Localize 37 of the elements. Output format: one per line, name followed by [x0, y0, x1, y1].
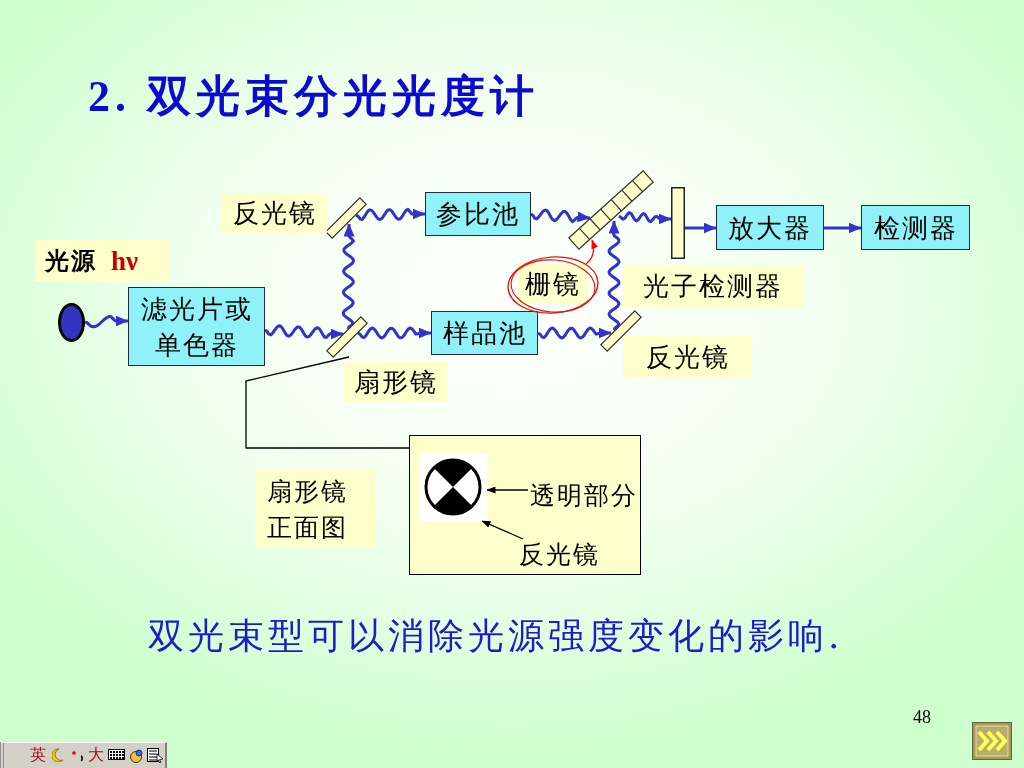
annotation-arrow — [585, 239, 598, 265]
wavy-light-arrow — [618, 211, 673, 225]
component-label: 反光镜 — [623, 336, 752, 377]
leader-line — [245, 356, 410, 449]
slide-title: 2. 双光束分光光度计 — [88, 71, 539, 123]
component-label: 扇形镜正面图 — [255, 470, 375, 548]
wavy-light-arrow — [341, 223, 356, 330]
wavy-light-arrow — [357, 326, 432, 340]
component-label: 扇形镜 — [343, 362, 448, 402]
component-label: 栅镜 — [518, 264, 588, 304]
arrow — [685, 222, 717, 234]
wavy-light-arrow — [530, 208, 591, 224]
input-mode-label: 英 — [30, 746, 46, 764]
component-label: 光源 — [45, 246, 97, 277]
component-box: 检测器 — [861, 205, 970, 250]
inset-panel — [409, 435, 641, 575]
slide-caption: 双光束型可以消除光源强度变化的影响. — [148, 614, 844, 658]
part-label: 反光镜 — [512, 538, 606, 572]
photodetector-bar — [671, 187, 685, 259]
pointer-arrow — [486, 486, 529, 494]
wavy-light-arrow — [355, 207, 426, 222]
component-box: 参比池 — [425, 192, 531, 236]
wavy-light-arrow — [84, 314, 129, 329]
wavy-light-arrow — [537, 326, 612, 340]
part-label: 透明部分 — [528, 480, 640, 512]
light-source-circle — [58, 303, 85, 342]
page-number: 48 — [913, 707, 931, 727]
symbol-label: hν — [111, 245, 139, 278]
pointer-arrow — [481, 520, 524, 540]
wavy-light-arrow — [607, 220, 621, 331]
component-box: 滤光片或单色器 — [128, 287, 265, 366]
component-box: 放大器 — [716, 205, 824, 250]
wavy-light-arrow — [264, 324, 345, 340]
component-label: 光子检测器 — [623, 265, 803, 307]
arrow — [824, 222, 862, 234]
width-mode-label: 大 — [88, 746, 104, 764]
component-box: 样品池 — [431, 311, 538, 355]
